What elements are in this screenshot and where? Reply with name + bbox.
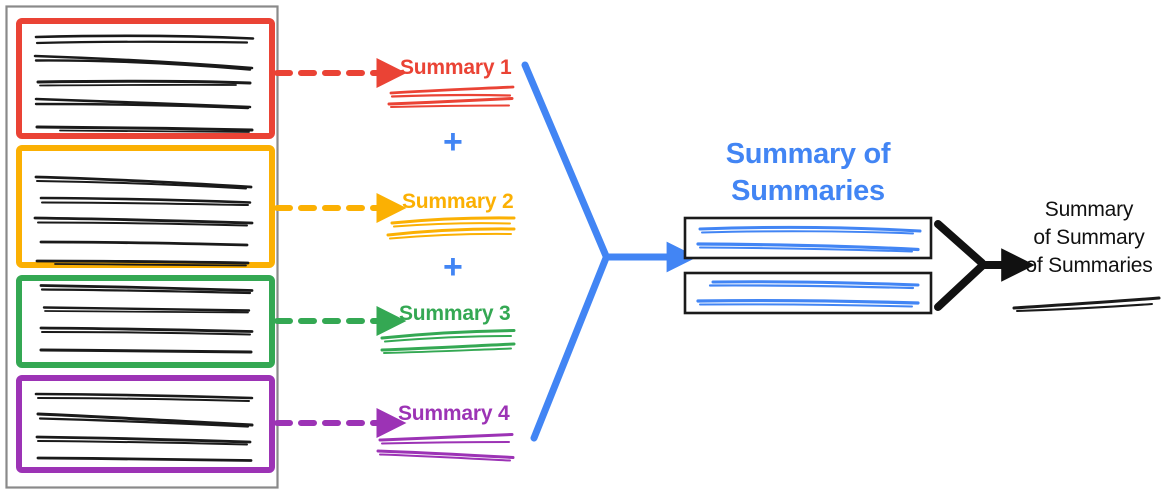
sos-box-1-scribbles xyxy=(696,225,922,253)
chunk-red-scribbles xyxy=(33,34,255,133)
chunk-green-scribbles xyxy=(39,284,254,354)
final-output-scribbles xyxy=(1012,296,1161,312)
chunk-box-green[interactable] xyxy=(16,275,275,368)
sos-box-1[interactable] xyxy=(683,216,933,260)
black-merge-arrow xyxy=(934,220,1035,311)
summary-3-label: Summary 3 xyxy=(399,302,511,325)
final-output-line-1: Summary xyxy=(1044,198,1134,221)
chunk-orange-scribbles xyxy=(33,175,254,267)
summary-2-label: Summary 2 xyxy=(402,190,514,213)
chunk-box-purple[interactable] xyxy=(16,375,275,473)
plus-operator-2: + xyxy=(443,248,463,286)
chunk-box-orange[interactable] xyxy=(16,145,275,268)
source-document-container xyxy=(5,5,279,489)
final-output-line-2: of Summary xyxy=(1033,226,1145,249)
summary-4-scribbles xyxy=(376,433,515,462)
summary-3-scribbles xyxy=(380,329,516,354)
summary-1-label: Summary 1 xyxy=(400,56,512,79)
summary-4-label: Summary 4 xyxy=(398,402,510,425)
plus-operator-1: + xyxy=(443,123,463,161)
blue-merge-arrow xyxy=(521,61,698,442)
final-output-line-3: of Summaries xyxy=(1025,254,1153,277)
sos-box-2[interactable] xyxy=(683,271,933,315)
summary-1-scribbles xyxy=(387,85,515,108)
summary-of-summaries-title-line-2: Summaries xyxy=(731,175,885,207)
chunk-box-red[interactable] xyxy=(16,18,275,139)
sos-box-2-scribbles xyxy=(696,280,920,308)
summary-of-summaries-title-line-1: Summary of xyxy=(725,138,891,170)
chunk-purple-scribbles xyxy=(34,392,254,462)
summary-2-scribbles xyxy=(386,216,516,240)
